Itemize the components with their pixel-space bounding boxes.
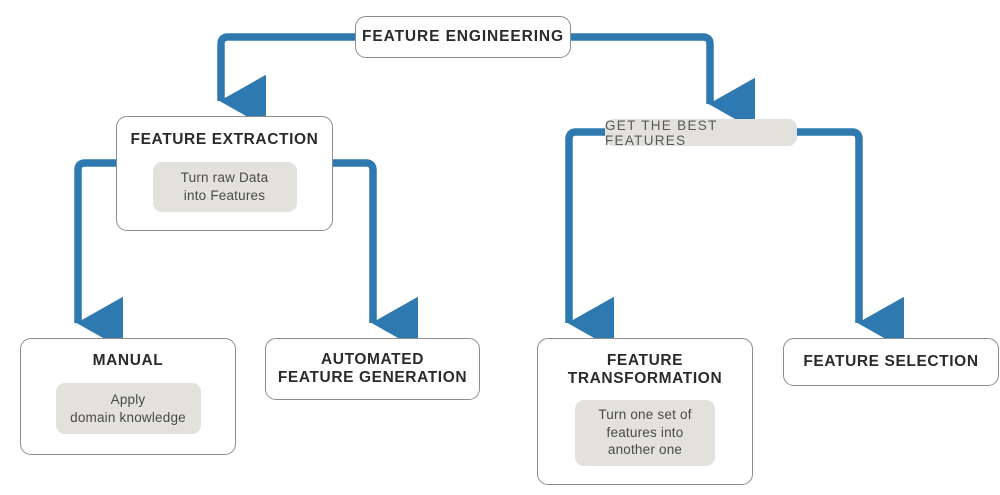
node-feature-transformation[interactable]: FEATURE TRANSFORMATION Turn one set of f…: [537, 338, 753, 485]
node-feature-transformation-description: Turn one set of features into another on…: [575, 399, 715, 466]
description-line-1: Turn raw Data: [180, 170, 269, 186]
title-line-1: FEATURE: [606, 352, 684, 369]
title-line-2: FEATURE GENERATION: [277, 369, 468, 386]
description-line-1: Turn one set of: [598, 406, 692, 422]
title-line-2: TRANSFORMATION: [567, 370, 723, 388]
node-feature-selection-title: FEATURE SELECTION: [803, 352, 979, 370]
node-manual-title: MANUAL: [92, 352, 164, 369]
node-feature-engineering[interactable]: FEATURE ENGINEERING: [355, 16, 571, 58]
description-line-2: domain knowledge: [70, 409, 186, 425]
node-feature-engineering-title: FEATURE ENGINEERING: [362, 27, 564, 45]
label-get-the-best-features-text: GET THE BEST FEATURES: [605, 117, 718, 148]
node-manual-description: Apply domain knowledge: [55, 383, 201, 435]
edge-extraction-to-automated: [333, 159, 418, 350]
title-line-1: AUTOMATED: [321, 350, 424, 368]
description-line-2: into Features: [183, 188, 266, 204]
node-feature-selection[interactable]: FEATURE SELECTION: [783, 338, 999, 386]
label-get-the-best-features: GET THE BEST FEATURES: [605, 117, 797, 148]
edge-engineering-to-extraction: [217, 33, 355, 128]
description-line-2: features into: [606, 424, 684, 440]
node-manual[interactable]: MANUAL Apply domain knowledge: [20, 338, 236, 455]
node-feature-extraction[interactable]: FEATURE EXTRACTION Turn raw Data into Fe…: [116, 116, 333, 231]
node-feature-extraction-description: Turn raw Data into Features: [152, 162, 297, 213]
edge-engineering-to-best-features: [571, 33, 755, 131]
edge-best-features-to-selection: [797, 128, 904, 350]
description-line-1: Apply: [110, 391, 146, 407]
node-automated-feature-generation-title: AUTOMATED FEATURE GENERATION: [278, 351, 467, 388]
edge-extraction-to-manual: [74, 159, 123, 350]
node-automated-feature-generation[interactable]: AUTOMATED FEATURE GENERATION: [265, 338, 480, 400]
node-feature-transformation-title: FEATURE TRANSFORMATION: [568, 352, 722, 389]
description-line-3: another one: [607, 442, 683, 458]
edge-best-features-to-transformation: [565, 128, 614, 350]
node-feature-extraction-title: FEATURE EXTRACTION: [130, 131, 319, 148]
